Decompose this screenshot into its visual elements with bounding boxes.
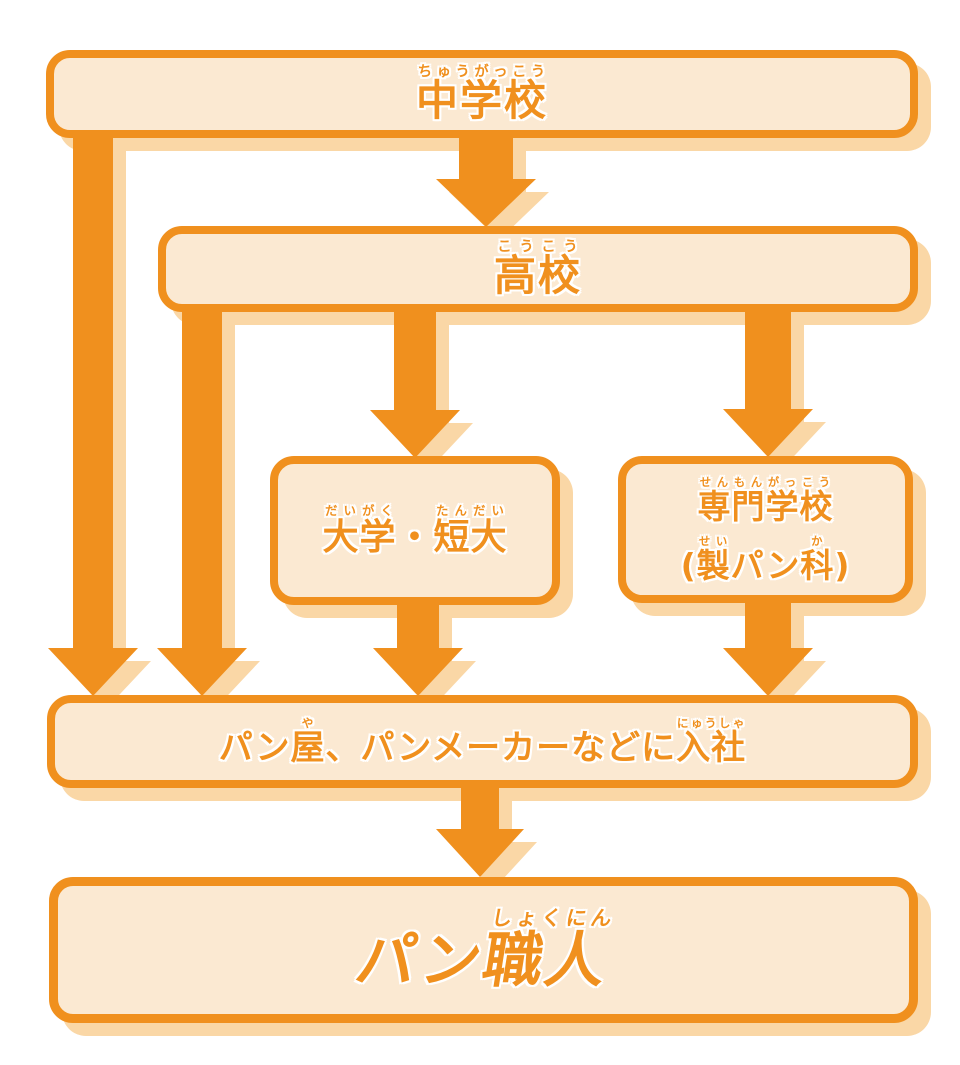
node-senmongakko-box: 専門学校せんもんがっこう(製せいパン科か) [618, 456, 913, 603]
node-chugakko-box: 中学校ちゅうがっこう [46, 50, 918, 138]
arrow-koko-to-senmongakko [723, 308, 813, 457]
node-pan-shokunin-box: パン職人しょくにん [49, 877, 918, 1023]
arrow-chugakko-to-nyusha [48, 134, 138, 696]
node-daigaku-tandai-box: 大学だいがく・短大たんだい [270, 456, 560, 605]
arrow-koko-to-daigaku-tandai [370, 308, 460, 458]
arrow-koko-to-senmongakko-shadow [736, 321, 826, 470]
node-senmongakko-label: 専門学校せんもんがっこう(製せいパン科か) [680, 475, 851, 585]
node-koko-label: 高校こうこう [493, 239, 582, 301]
node-koko-box: 高校こうこう [158, 226, 918, 312]
arrow-nyusha-to-pan-shokunin [436, 784, 524, 877]
arrow-chugakko-to-koko [436, 134, 536, 227]
arrow-koko-to-nyusha-shadow [170, 321, 260, 709]
node-chugakko-label: 中学校ちゅうがっこう [415, 64, 548, 126]
node-nyusha-box: パン屋や、パンメーカーなどに入社にゅうしゃ [47, 695, 918, 788]
arrow-senmongakko-to-nyusha [723, 599, 813, 696]
arrow-daigaku-tandai-to-nyusha [373, 601, 463, 696]
node-daigaku-tandai-label: 大学だいがく・短大たんだい [322, 504, 508, 559]
node-nyusha-label: パン屋や、パンメーカーなどに入社にゅうしゃ [218, 716, 747, 769]
node-pan-shokunin-label: パン職人しょくにん [350, 906, 616, 996]
arrow-koko-to-daigaku-tandai-shadow [383, 321, 473, 471]
arrow-chugakko-to-nyusha-shadow [61, 147, 151, 709]
arrow-koko-to-nyusha [157, 308, 247, 696]
